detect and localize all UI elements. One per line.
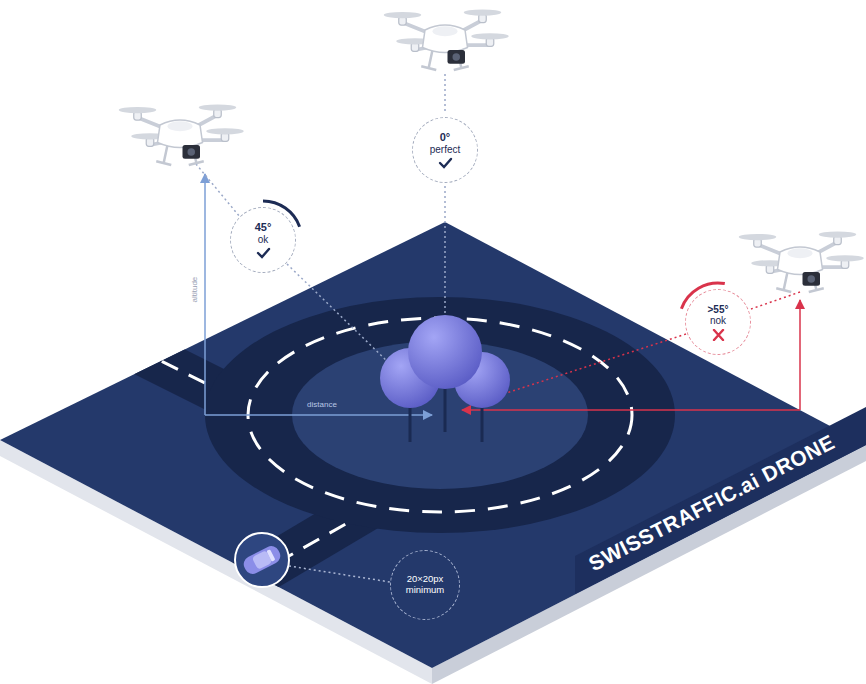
trees xyxy=(380,315,510,442)
drone xyxy=(384,9,509,70)
badge-text: nok xyxy=(710,315,726,327)
angle-badge: >55°nok xyxy=(685,289,751,355)
leader-line xyxy=(289,566,390,582)
banner-band xyxy=(575,407,866,594)
badge-text: ok xyxy=(258,234,269,246)
check-mark xyxy=(256,247,271,259)
altitude-line xyxy=(204,174,206,415)
roundabout-ring xyxy=(205,297,675,533)
altitude-line xyxy=(799,300,801,410)
sight-line xyxy=(444,74,446,114)
badge-value: SWISSTRAFFIC.ai DRONE xyxy=(585,430,839,576)
sight-line xyxy=(196,164,240,217)
drone xyxy=(739,231,864,292)
distance-line xyxy=(462,409,800,411)
size-badge: 20×20px minimum xyxy=(390,550,460,620)
plate-top xyxy=(0,222,866,668)
axis-label: distance xyxy=(307,400,337,409)
badge-value: 0° xyxy=(440,131,451,144)
angle-badge: 0°perfect xyxy=(412,117,478,183)
badge-value: >55° xyxy=(708,304,729,316)
cross-mark xyxy=(711,329,726,341)
badge-value: 20×20px minimum xyxy=(397,574,453,596)
car-highlight xyxy=(235,533,289,587)
sight-line xyxy=(444,186,446,330)
car xyxy=(241,543,283,576)
check-mark xyxy=(440,159,451,167)
badge-text: perfect xyxy=(430,144,461,156)
cross-mark xyxy=(714,330,723,340)
axis-label: altitude xyxy=(190,277,199,303)
check-mark xyxy=(438,157,453,169)
distance-line xyxy=(205,414,432,416)
lane-marking xyxy=(225,516,360,592)
drone xyxy=(119,104,244,165)
brand-banner: SWISSTRAFFIC.ai DRONE xyxy=(574,421,851,585)
check-mark xyxy=(258,249,269,257)
sight-line xyxy=(751,292,800,309)
angle-badge: 45°ok xyxy=(230,207,296,273)
badge-value: 45° xyxy=(255,221,272,234)
